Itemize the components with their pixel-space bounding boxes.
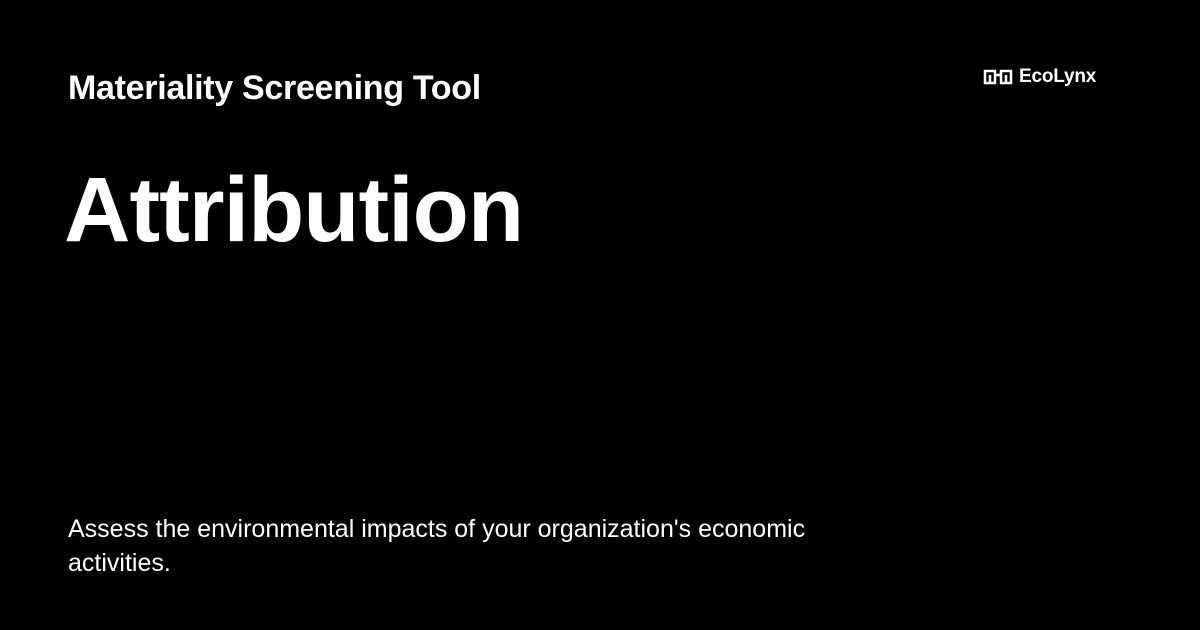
app-title: Materiality Screening Tool	[68, 69, 481, 107]
ecolynx-logo-icon	[983, 68, 1013, 86]
brand-name: EcoLynx	[1019, 66, 1097, 87]
page-title: Attribution	[64, 159, 524, 261]
page-description: Assess the environmental impacts of your…	[68, 515, 806, 577]
brand-logo: EcoLynx	[983, 66, 1096, 88]
